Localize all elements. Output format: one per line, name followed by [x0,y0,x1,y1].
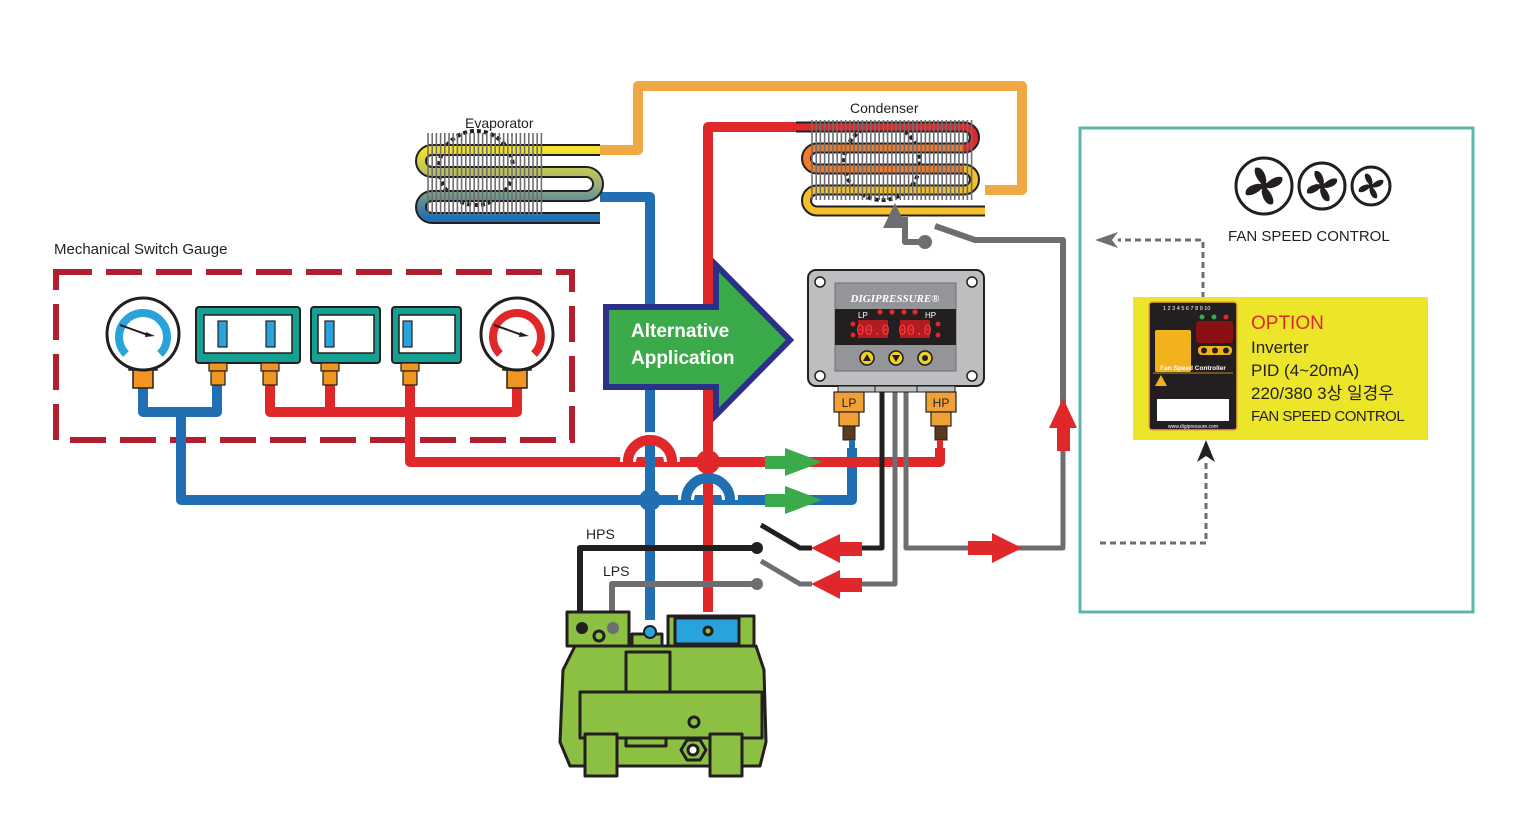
high-junction [696,450,720,474]
dotted-arrow-left [1095,232,1118,248]
fan-blade [1254,167,1267,186]
hp-display-value: 00.0 [898,323,932,339]
fan-speed-control-title: FAN SPEED CONTROL [1228,228,1390,245]
hps-label: HPS [586,526,615,542]
hps-switch [577,522,812,620]
hp-port-label: HP [933,396,950,410]
evaporator-label: Evaporator [465,115,534,131]
lps-label: LPS [603,563,629,579]
flow-arrow-high [765,448,822,476]
fan-pressure-switch [391,306,462,386]
mechanical-gauge-frame [53,269,575,443]
signal-wires [858,385,1066,587]
suction-line [600,192,655,620]
dotted-arrow-up [1197,440,1215,462]
fan-icon [1234,156,1294,216]
alternative-label-line2: Application [631,348,734,369]
dotted-feedback-line [1118,238,1205,298]
controller-numbers: 1 2 3 4 5 6 7 8 9 10 [1163,306,1210,312]
condenser-label: Condenser [850,100,919,116]
condenser [796,120,985,217]
dual-pressure-switch [195,306,301,386]
fan-icons [1234,156,1392,216]
fan-blade [1358,184,1371,193]
digipressure-controller: DIGIPRESSURE® LP HP 00.0 00.0 [807,269,985,448]
liquid-line [600,81,1027,195]
fan-blade [1264,176,1283,189]
fan-blade [1261,186,1274,205]
fan-speed-controller-device: 1 2 3 4 5 6 7 8 9 10 Fan Speed Controlle… [1148,301,1238,431]
fan-blade [1306,184,1322,194]
mechanical-switch-gauge-label: Mechanical Switch Gauge [54,241,227,258]
fan-speed-control-panel [1078,126,1475,614]
digipressure-down-button[interactable] [888,350,904,366]
fan-icon [1297,161,1347,211]
option-line-voltage: 220/380 3상 일경우 [1251,384,1394,403]
signal-arrow-lps [811,570,862,599]
option-title: OPTION [1251,313,1324,334]
lp-display-value: 00.0 [856,323,890,339]
digipressure-set-button[interactable] [917,350,933,366]
arrow-up-to-condenser [883,203,907,228]
gauge-low-manifold [138,383,857,505]
down-icon [892,355,900,362]
signal-arrow-up [1049,398,1077,451]
option-line-pid: PID (4~20mA) [1251,361,1359,380]
compressor [558,610,768,778]
alternative-label-line1: Alternative [631,321,729,342]
high-pressure-gauge [479,296,555,389]
signal-arrow-hps [811,534,862,563]
set-icon [922,355,928,361]
up-icon [863,354,871,361]
hp-display-label: HP [925,311,936,320]
lp-display-label: LP [858,311,868,320]
digipressure-up-button[interactable] [859,350,875,366]
fan-blade [1369,186,1378,199]
fan-blade [1320,186,1330,202]
signal-arrow-fan [968,533,1022,563]
alternative-application-arrow: Alternative Application [603,257,795,423]
low-pressure-gauge [105,296,181,389]
digipressure-brand: DIGIPRESSURE® [850,293,940,305]
fan-blade [1245,183,1264,196]
lp-port-label: LP [842,396,857,410]
dotted-input-line [1100,462,1208,545]
fan-blade [1371,179,1384,188]
fan-blade [1314,170,1324,186]
flow-arrow-low [765,486,822,514]
high-pressure-switch [310,306,381,386]
hps-terminal [576,622,588,634]
lps-terminal [607,622,619,634]
low-junction [639,489,661,511]
option-line-inverter: Inverter [1251,338,1309,357]
suction-port [643,625,657,639]
fan-blade [1364,173,1373,186]
evaporator [415,129,604,224]
fan-icon [1350,165,1392,207]
option-line-fan-speed: FAN SPEED CONTROL [1251,408,1404,425]
fan-blade [1322,178,1338,188]
controller-url: www.digipressure.com [1168,424,1218,430]
controller-name: Fan Speed Controller [1160,365,1226,372]
